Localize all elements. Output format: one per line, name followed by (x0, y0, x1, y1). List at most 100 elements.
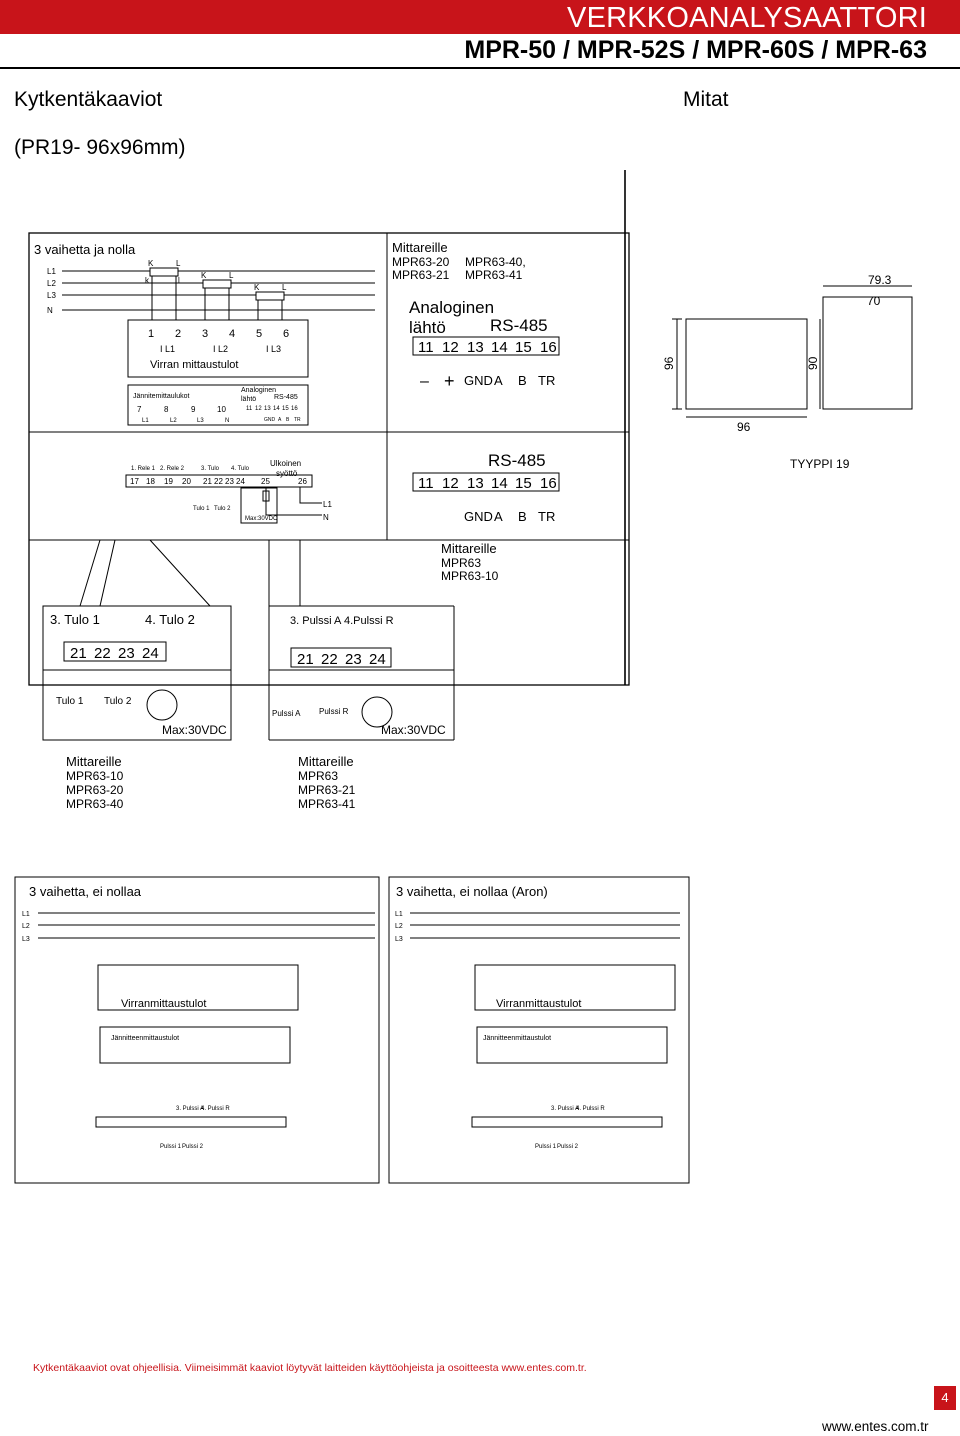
svg-text:Pulssi 1: Pulssi 1 (160, 1144, 182, 1150)
svg-text:Jännitteenmittaustulot: Jännitteenmittaustulot (483, 1035, 551, 1042)
svg-text:3. Tulo 1: 3. Tulo 1 (50, 612, 100, 627)
svg-text:15: 15 (515, 339, 532, 356)
svg-text:13: 13 (264, 406, 271, 412)
svg-text:21: 21 (70, 645, 87, 662)
svg-text:25: 25 (261, 477, 270, 486)
svg-text:Tulo 1: Tulo 1 (56, 696, 84, 707)
svg-text:2: 2 (175, 328, 181, 340)
svg-text:22: 22 (94, 645, 111, 662)
svg-text:24: 24 (236, 477, 245, 486)
svg-text:2. Rele 2: 2. Rele 2 (160, 466, 185, 472)
svg-text:Ulkoinen: Ulkoinen (270, 459, 301, 468)
svg-text:12: 12 (255, 406, 262, 412)
footer-url[interactable]: www.entes.com.tr (822, 1419, 929, 1434)
svg-text:MPR63-40,: MPR63-40, (465, 255, 526, 269)
svg-text:Pulssi A: Pulssi A (272, 709, 301, 718)
svg-text:MPR63-20: MPR63-20 (392, 255, 450, 269)
svg-text:+: + (444, 371, 455, 391)
svg-text:I L1: I L1 (160, 344, 175, 354)
svg-text:7: 7 (137, 405, 142, 414)
digital-inputs-block: 3. Tulo 1 4. Tulo 2 21 22 23 24 Tulo 1 T… (50, 612, 227, 811)
section-title-wiring: Kytkentäkaaviot (14, 88, 163, 111)
svg-text:Max:30VDC: Max:30VDC (381, 723, 446, 737)
svg-text:MPR63-40: MPR63-40 (66, 797, 124, 811)
svg-text:11: 11 (418, 339, 434, 356)
svg-text:Mittareille: Mittareille (392, 240, 448, 255)
svg-text:TR: TR (538, 373, 555, 388)
top-frame (28, 170, 630, 741)
footer-note: Kytkentäkaaviot ovat ohjeellisia. Viimei… (33, 1362, 587, 1374)
rs485-block: RS-485 11 12 13 14 15 16 GND A B TR Mitt… (412, 451, 560, 583)
svg-text:L1: L1 (142, 418, 149, 424)
svg-text:14: 14 (491, 475, 508, 492)
svg-text:26: 26 (298, 477, 307, 486)
svg-text:K: K (254, 283, 260, 292)
svg-text:L: L (282, 283, 287, 292)
svg-text:10: 10 (217, 405, 226, 414)
svg-text:3 vaihetta, ei nollaa: 3 vaihetta, ei nollaa (29, 884, 142, 899)
svg-text:K: K (148, 259, 154, 268)
bottom-frame-right: 3 vaihetta, ei nollaa (Aron) L1 L2 L3 Vi… (388, 876, 690, 1184)
svg-text:Analoginen: Analoginen (409, 298, 494, 317)
page-number: 4 (934, 1386, 956, 1410)
svg-text:B: B (518, 509, 527, 524)
svg-text:Tulo 2: Tulo 2 (214, 506, 231, 512)
svg-text:TR: TR (538, 509, 555, 524)
svg-text:4. Pulssi R: 4. Pulssi R (576, 1106, 605, 1112)
svg-text:Virranmittaustulot: Virranmittaustulot (121, 998, 206, 1010)
svg-text:Virran mittaustulot: Virran mittaustulot (150, 359, 238, 371)
svg-text:70: 70 (867, 294, 881, 308)
svg-text:15: 15 (282, 406, 289, 412)
svg-text:L3: L3 (47, 291, 56, 300)
svg-text:Pulssi R: Pulssi R (319, 707, 349, 716)
svg-text:TR: TR (294, 417, 301, 423)
svg-text:GND: GND (464, 509, 493, 524)
svg-text:MPR63-10: MPR63-10 (441, 569, 499, 583)
svg-text:N: N (323, 513, 329, 522)
svg-text:13: 13 (467, 339, 484, 356)
svg-text:11: 11 (418, 475, 434, 492)
svg-text:L1: L1 (323, 500, 332, 509)
svg-text:22: 22 (321, 651, 338, 668)
svg-text:MPR63-20: MPR63-20 (66, 783, 124, 797)
svg-text:16: 16 (540, 475, 557, 492)
svg-text:3. Pulssi A: 3. Pulssi A (176, 1106, 204, 1112)
svg-text:15: 15 (515, 475, 532, 492)
svg-text:k: k (145, 276, 150, 285)
svg-text:B: B (518, 373, 527, 388)
svg-text:L2: L2 (395, 923, 403, 930)
svg-text:4.Pulssi R: 4.Pulssi R (344, 615, 394, 627)
svg-text:MPR63-10: MPR63-10 (66, 769, 124, 783)
svg-text:l: l (178, 276, 180, 285)
svg-text:Max:30VDC: Max:30VDC (162, 723, 227, 737)
svg-text:9: 9 (191, 405, 196, 414)
svg-text:3 vaihetta, ei nollaa (Aron): 3 vaihetta, ei nollaa (Aron) (396, 884, 548, 899)
svg-text:MPR63: MPR63 (441, 556, 481, 570)
svg-text:A: A (278, 417, 282, 423)
svg-text:18: 18 (146, 477, 155, 486)
svg-text:lähtö: lähtö (409, 318, 446, 337)
svg-text:L1: L1 (395, 911, 403, 918)
svg-text:13: 13 (467, 475, 484, 492)
svg-text:MPR63-41: MPR63-41 (465, 268, 523, 282)
svg-text:B: B (286, 417, 290, 423)
svg-text:N: N (47, 306, 53, 315)
svg-text:Mittareille: Mittareille (298, 754, 354, 769)
svg-text:MPR63-21: MPR63-21 (392, 268, 450, 282)
svg-text:A: A (494, 373, 503, 388)
page-title: VERKKOANALYSAATTORI (567, 2, 927, 34)
svg-text:RS-485: RS-485 (488, 451, 546, 470)
svg-text:19: 19 (164, 477, 173, 486)
svg-text:1: 1 (148, 328, 154, 340)
svg-text:3. Pulssi A: 3. Pulssi A (290, 615, 342, 627)
svg-text:23: 23 (118, 645, 135, 662)
svg-text:16: 16 (291, 406, 298, 412)
svg-text:23: 23 (345, 651, 362, 668)
svg-text:GND: GND (464, 373, 493, 388)
svg-text:6: 6 (283, 328, 289, 340)
bottom-frame-left: 3 vaihetta, ei nollaa L1 L2 L3 Virranmit… (14, 876, 380, 1184)
svg-text:3: 3 (202, 328, 208, 340)
svg-text:L3: L3 (197, 418, 204, 424)
svg-text:L1: L1 (22, 911, 30, 918)
